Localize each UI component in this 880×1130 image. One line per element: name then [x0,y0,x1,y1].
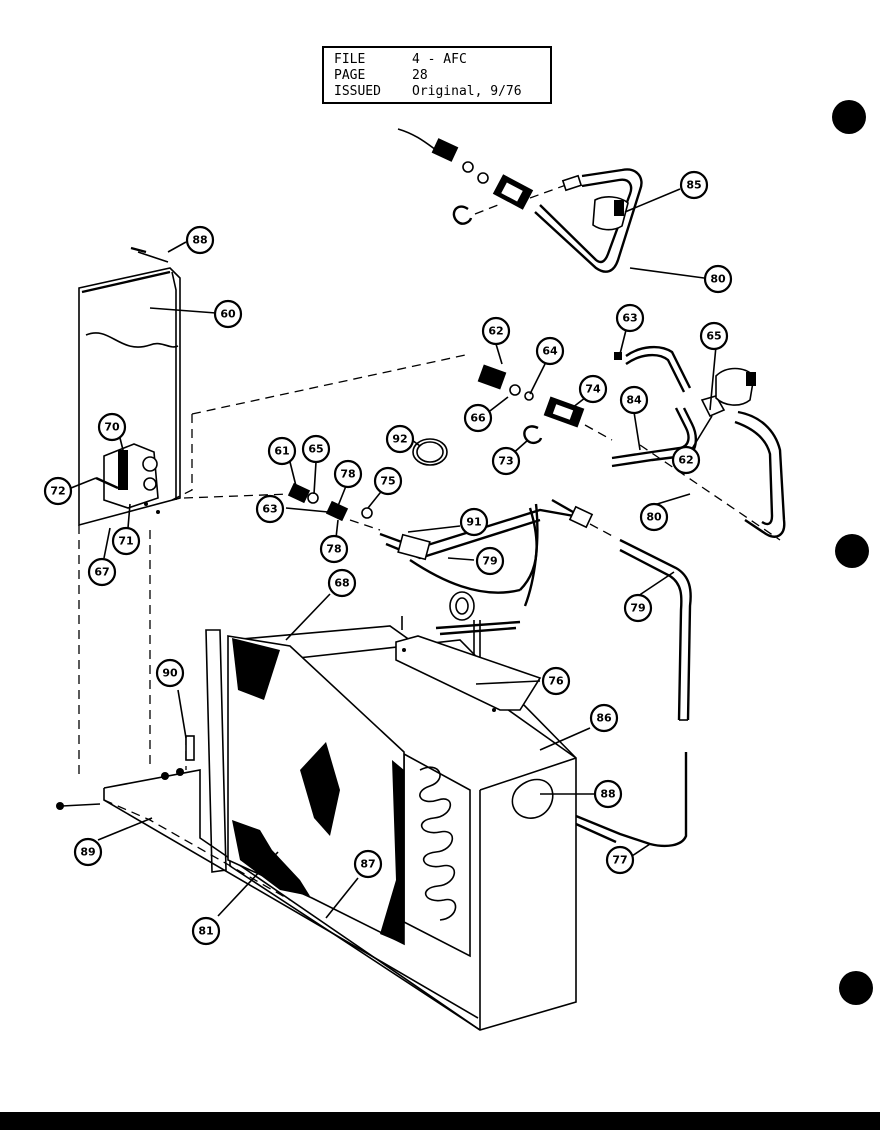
svg-text:74: 74 [585,383,601,396]
callout-92: 92 [385,424,415,454]
svg-text:78: 78 [340,468,355,481]
callout-65-right: 65 [699,321,729,351]
callout-62-top: 62 [481,316,511,346]
svg-text:73: 73 [498,455,513,468]
callout-64: 64 [535,336,565,366]
svg-text:63: 63 [622,312,637,325]
punch-hole-middle [835,534,869,568]
scan-edge-gap [0,1108,880,1112]
callout-bubbles: 85 80 88 60 63 65 62 64 66 74 84 62 73 9… [43,170,733,946]
top-fitting-assembly [397,128,643,273]
callout-85-top: 85 [679,170,709,200]
svg-text:90: 90 [162,667,178,680]
callout-87: 87 [353,849,383,879]
issued-row: ISSUED Original, 9/76 [334,84,550,100]
callout-79-center: 79 [475,546,505,576]
svg-text:79: 79 [630,602,645,615]
callout-79-right: 79 [623,593,653,623]
center-fittings [287,438,448,531]
callout-90: 90 [155,658,185,688]
svg-text:72: 72 [50,485,65,498]
callout-81: 81 [191,916,221,946]
svg-text:77: 77 [612,854,627,867]
callout-75: 75 [373,466,403,496]
svg-text:89: 89 [80,846,95,859]
svg-text:62: 62 [678,454,693,467]
svg-text:81: 81 [198,925,213,938]
svg-text:70: 70 [104,421,120,434]
callout-77: 77 [605,845,635,875]
callout-91: 91 [459,507,489,537]
callout-84: 84 [619,385,649,415]
middle-fitting-assembly [477,345,786,538]
callout-62-right: 62 [671,445,701,475]
svg-text:60: 60 [220,308,236,321]
svg-text:88: 88 [600,788,615,801]
svg-text:76: 76 [548,675,564,688]
callout-89: 89 [73,837,103,867]
leader-lines [65,188,717,919]
svg-text:67: 67 [94,566,109,579]
svg-text:62: 62 [488,325,503,338]
callout-66: 66 [463,403,493,433]
svg-text:66: 66 [470,412,486,425]
page-value: 28 [412,68,428,83]
svg-text:75: 75 [380,475,395,488]
file-info-box: FILE 4 - AFC PAGE 28 ISSUED Original, 9/… [322,46,552,104]
svg-text:68: 68 [334,577,349,590]
punch-hole-top [832,100,866,134]
callout-61: 61 [267,436,297,466]
svg-text:65: 65 [308,443,323,456]
svg-text:88: 88 [192,234,207,247]
svg-text:64: 64 [542,345,558,358]
callout-78-center: 78 [333,459,363,489]
punch-hole-bottom [839,971,873,1005]
file-row: FILE 4 - AFC [334,52,550,68]
callout-80-top: 80 [703,264,733,294]
base-cabinet [56,616,688,1031]
issued-label: ISSUED [334,84,381,99]
svg-text:63: 63 [262,503,277,516]
page-label: PAGE [334,68,366,83]
svg-text:87: 87 [360,858,375,871]
callout-76: 76 [541,666,571,696]
callout-63-top: 63 [615,303,645,333]
left-side-panel [78,246,181,780]
callout-63-center: 63 [255,494,285,524]
callout-88-right: 88 [593,779,623,809]
callout-88-top: 88 [185,225,215,255]
svg-text:61: 61 [274,445,289,458]
callout-74: 74 [578,374,608,404]
svg-text:91: 91 [466,516,481,529]
svg-text:79: 79 [482,555,497,568]
issued-value: Original, 9/76 [412,84,522,99]
callout-70: 70 [97,412,127,442]
callout-71: 71 [111,526,141,556]
callout-68: 68 [327,568,357,598]
svg-text:65: 65 [706,330,721,343]
callout-72: 72 [43,476,73,506]
capillary-tube-assembly [379,498,692,721]
svg-text:80: 80 [710,273,726,286]
callout-60: 60 [213,299,243,329]
svg-text:86: 86 [596,712,612,725]
callout-65-center: 65 [301,434,331,464]
callout-80-right: 80 [639,502,669,532]
svg-text:71: 71 [118,535,133,548]
file-label: FILE [334,52,366,67]
svg-text:84: 84 [626,394,642,407]
scan-edge [0,1108,880,1130]
svg-text:85: 85 [686,179,701,192]
svg-text:92: 92 [392,433,407,446]
file-value: 4 - AFC [412,52,467,67]
callout-86: 86 [589,703,619,733]
callout-78-lower: 78 [319,534,349,564]
callout-67: 67 [87,557,117,587]
page-row: PAGE 28 [334,68,550,84]
svg-text:80: 80 [646,511,662,524]
callout-73: 73 [491,446,521,476]
svg-text:78: 78 [326,543,341,556]
